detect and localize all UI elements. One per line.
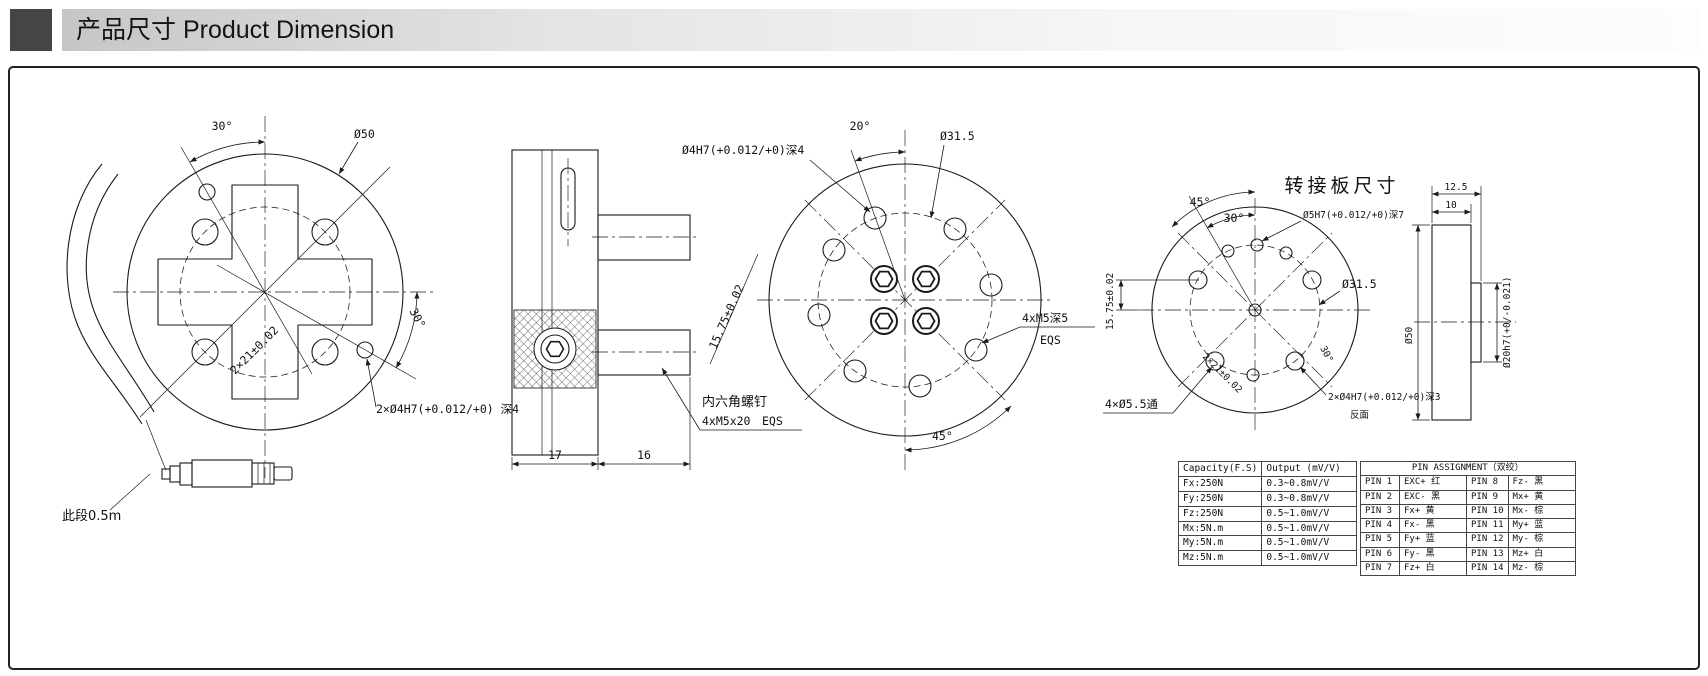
top-pinhole-label: Ø4H7(+0.012/+0)深4 (682, 143, 804, 157)
adapter-angle30-small-label: 30° (1317, 344, 1335, 364)
capacity-header-row: Capacity(F.S) Output (mV/V) (1177, 461, 1358, 477)
hex-screw-spec: 4xM5x20 (702, 414, 751, 428)
top-boltcircle-label: Ø31.5 (940, 129, 975, 143)
adapter-angle45-label: 45° (1190, 195, 1211, 209)
side-dim-16: 16 (637, 448, 651, 462)
hex-screw-eqs: EQS (762, 414, 783, 428)
adapter-dia50-label: Ø50 (1404, 327, 1415, 344)
adapter-dim-10: 10 (1445, 200, 1457, 211)
page-title: 产品尺寸 Product Dimension (76, 16, 395, 44)
front-angle-top-label: 30° (212, 119, 233, 133)
top-thread-label: 4xM5深5 (1022, 311, 1068, 325)
adapter-plate-body (1431, 224, 1472, 421)
side-slot (560, 167, 576, 231)
drawing-frame: 30° Ø50 30° 2×21±0.02 2×Ø4H7(+0.012/+0) … (8, 66, 1700, 670)
top-angle-label: 20° (850, 119, 871, 133)
adapter-dia20-label: Ø20h7(+0/-0.021) (1502, 276, 1513, 368)
cable-length-label: 此段0.5m (62, 509, 121, 524)
top-bolt-circle (817, 212, 993, 388)
front-bolt-circle (179, 206, 351, 378)
adapter-backside-label: 反面 (1350, 410, 1369, 421)
side-top-tab (597, 214, 691, 261)
adapter-bolt-circle (1189, 244, 1321, 376)
adapter-view: 转接板尺寸 45° 30° (1103, 175, 1440, 430)
hex-screw-label-cn: 内六角螺钉 (702, 394, 767, 410)
adapter-pin4-label: 2×Ø4H7(+0.012/+0)深3 (1328, 392, 1440, 403)
top-angle-bottom-label: 45° (932, 429, 953, 443)
adapter-plate-boss (1470, 282, 1482, 363)
top-offset-label: 15.75±0.02 (706, 282, 747, 351)
capacity-header: Capacity(F.S) (1177, 461, 1263, 477)
output-header: Output (mV/V) (1261, 461, 1358, 477)
pin-header-row: PIN ASSIGNMENT（双绞） (1360, 460, 1576, 477)
adapter-angle30-label: 30° (1224, 211, 1245, 225)
cable (66, 163, 167, 471)
adapter-dim-125: 12.5 (1445, 182, 1468, 193)
pin-table-title: PIN ASSIGNMENT（双绞） (1360, 460, 1576, 477)
header-accent-square (10, 9, 52, 51)
adapter-pin5-label: Ø5H7(+0.012/+0)深7 (1303, 210, 1404, 221)
adapter-through-label: 4×Ø5.5通 (1105, 397, 1159, 411)
side-dim-17: 17 (548, 448, 562, 462)
adapter-offset-label: 15.75±0.02 (1105, 273, 1116, 330)
top-eqs-label: EQS (1040, 333, 1061, 347)
header-title-bar: 产品尺寸 Product Dimension (62, 9, 1700, 51)
front-pinholes-label: 2×Ø4H7(+0.012/+0) 深4 (376, 402, 519, 416)
front-view: 30° Ø50 30° 2×21±0.02 2×Ø4H7(+0.012/+0) … (62, 116, 519, 524)
adapter-outer-circle (1151, 206, 1359, 414)
adapter-title: 转接板尺寸 (1284, 175, 1399, 197)
front-pitch-label: 2×21±0.02 (227, 323, 281, 377)
technical-drawing: 30° Ø50 30° 2×21±0.02 2×Ø4H7(+0.012/+0) … (62, 116, 1516, 524)
adapter-side-view: 12.5 10 Ø50 Ø20h7(+0/-0.021) (1404, 182, 1516, 421)
adapter-boltcircle-label: Ø31.5 (1342, 277, 1377, 291)
front-diameter-label: Ø50 (354, 127, 375, 141)
front-cross-outline (157, 184, 373, 400)
front-angle-right-label: 30° (406, 306, 428, 331)
side-bottom-tab (597, 329, 691, 376)
connector (161, 459, 293, 488)
side-body (511, 149, 599, 456)
side-view: 17 16 内六角螺钉 4xM5x20 EQS (511, 149, 802, 470)
